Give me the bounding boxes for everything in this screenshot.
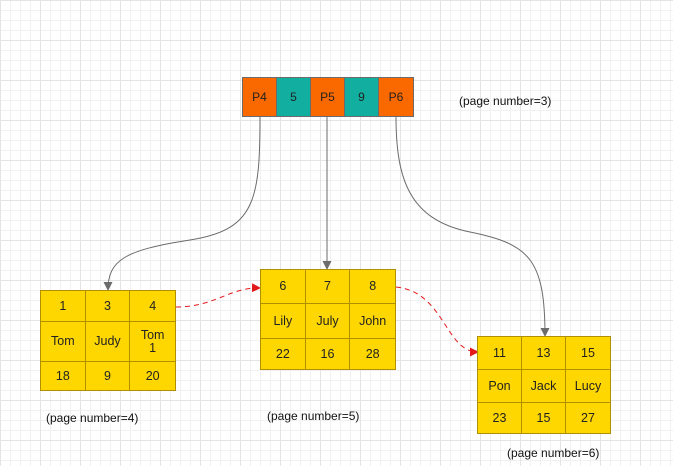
leaf-cell: 9: [86, 362, 131, 390]
leaf-page-4-caption: (page number=4): [46, 411, 139, 425]
leaf-page-5-caption: (page number=5): [267, 409, 360, 423]
root-cell-pointer-p6: P6: [379, 78, 413, 116]
leaf-cell: 1: [41, 291, 86, 322]
leaf-page-6: 11 13 15 Pon Jack Lucy 23 15 27: [477, 336, 611, 434]
leaf-cell: Jack: [522, 370, 566, 403]
root-cell-pointer-p5: P5: [311, 78, 345, 116]
leaf-cell: Tom 1: [130, 322, 175, 362]
leaf-cell: 23: [478, 403, 522, 433]
leaf-page-4: 1 3 4 Tom Judy Tom 1 18 9 20: [40, 290, 176, 391]
leaf-cell: Lily: [261, 304, 306, 339]
root-cell-key-5: 5: [277, 78, 311, 116]
leaf-cell: 8: [350, 270, 395, 304]
edge-p6-to-page-6: [395, 116, 550, 337]
leaf-cell: 15: [522, 403, 566, 433]
sibling-link-page-5-to-6: [395, 286, 479, 357]
leaf-cell: July: [305, 304, 351, 339]
leaf-cell: 4: [130, 291, 175, 322]
root-page: P4 5 P5 9 P6: [242, 77, 414, 117]
root-cell-key-9: 9: [345, 78, 379, 116]
leaf-cell: 6: [261, 270, 306, 304]
root-page-caption: (page number=3): [459, 94, 552, 108]
leaf-cell: John: [350, 304, 395, 339]
leaf-cell: 28: [365, 346, 380, 361]
leaf-cell: 7: [305, 270, 351, 304]
leaf-cell: Pon: [478, 370, 522, 403]
leaf-cell: 22: [261, 339, 306, 369]
leaf-cell: 3: [85, 291, 131, 322]
leaf-cell: 15: [566, 337, 610, 370]
leaf-page-5: 6 7 8 Lily July John 22 16 28: [260, 269, 396, 370]
leaf-cell: Tom: [41, 322, 86, 362]
leaf-cell: 16: [306, 339, 351, 369]
leaf-cell: Judy: [85, 322, 131, 362]
leaf-cell: 11: [478, 337, 522, 370]
leaf-cell: 20: [145, 368, 160, 383]
leaf-cell: Lucy: [566, 370, 610, 403]
leaf-cell: 18: [41, 362, 86, 390]
leaf-page-6-caption: (page number=6): [507, 446, 600, 460]
root-cell-pointer-p4: P4: [243, 78, 277, 116]
leaf-cell: 27: [581, 410, 595, 425]
sibling-link-page-4-to-5: [175, 283, 261, 308]
edge-p4-to-page-4: [103, 116, 261, 291]
leaf-cell: 13: [522, 337, 566, 370]
